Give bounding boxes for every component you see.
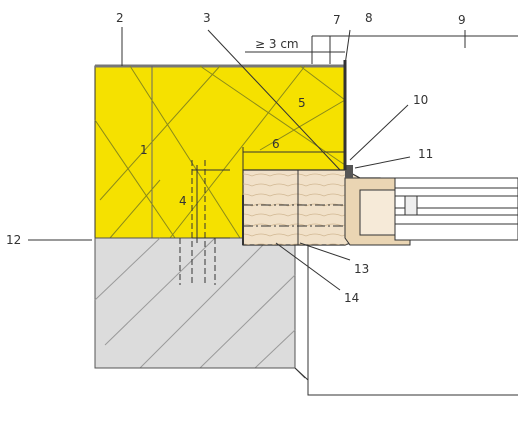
callout-14: 14 [344, 291, 359, 305]
leader-lines [28, 27, 466, 291]
callout-12: 12 [6, 233, 21, 247]
callout-8: 8 [365, 11, 373, 25]
callout-2: 2 [116, 11, 124, 25]
dimension-lines [192, 35, 518, 243]
callout-7: 7 [333, 13, 341, 27]
window-sash-glazing [344, 165, 518, 246]
callout-3: 3 [203, 11, 211, 25]
anchor-dowels [179, 160, 216, 285]
callout-1: 1 [140, 143, 148, 157]
callout-13: 13 [354, 262, 369, 276]
concrete-wall [94, 237, 306, 379]
construction-lines [294, 245, 518, 396]
callout-6: 6 [272, 137, 280, 151]
callout-5: 5 [298, 96, 306, 110]
dimension-label: ≥ 3 cm [255, 37, 299, 51]
callout-11: 11 [418, 147, 433, 161]
callout-labels: 1 2 3 4 5 6 7 8 9 10 11 12 13 14 ≥ 3 cm [6, 11, 466, 305]
callout-4: 4 [179, 194, 187, 208]
callout-9: 9 [458, 13, 466, 27]
callout-10: 10 [413, 93, 428, 107]
